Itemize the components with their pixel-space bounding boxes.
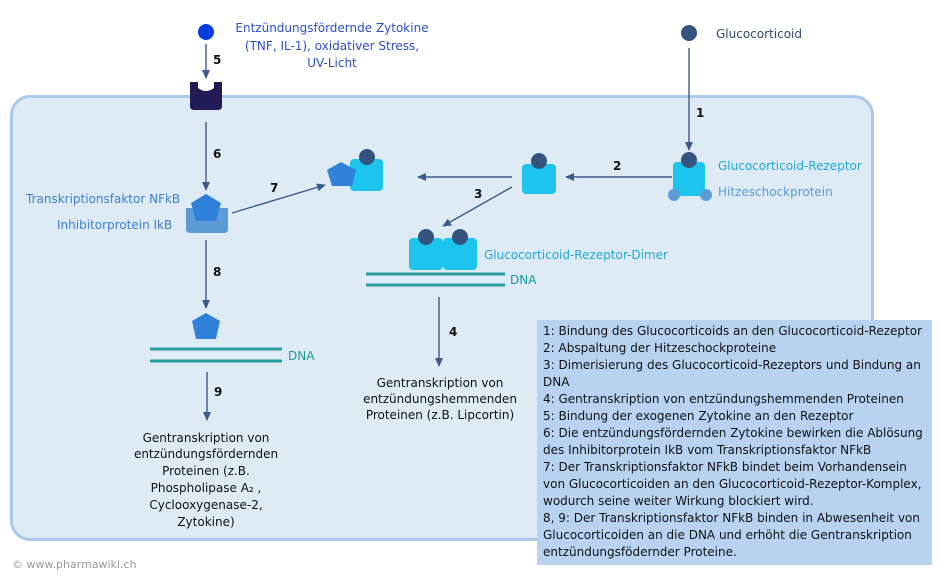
- hemmend-text-3: Proteinen (z.B. Lipcortin): [365, 408, 515, 422]
- foerdernd-text-3: Proteinen (z.B.: [162, 464, 250, 478]
- dna-right: [366, 272, 505, 287]
- glucocorticoid-molecule: [681, 25, 697, 41]
- legend-item-2: 2: Abspaltung der Hitzeschockproteine: [543, 341, 777, 355]
- legend-item-7: 7: Der Transkriptionsfaktor NFkB bindet …: [543, 460, 922, 508]
- gc-rezeptor-label: Glucocorticoid-Rezeptor: [718, 159, 862, 173]
- copyright: © www.pharmawiki.ch: [12, 558, 137, 571]
- foerdernd-text-6: Zytokine): [177, 515, 235, 529]
- membrane-receptor: [190, 82, 222, 110]
- gc-receptor-complex: [668, 152, 712, 201]
- dimer-label: Glucocorticoid-Rezeptor-Dimer: [484, 248, 668, 262]
- gc-receptor-free: [522, 153, 556, 194]
- nfkb-gc-complex: [327, 149, 383, 191]
- step-5: 5: [213, 53, 222, 67]
- step-8: 8: [213, 265, 222, 279]
- foerdernd-text-2: entzündungsfördernden: [133, 447, 279, 461]
- ikb-label: Inhibitorprotein IkB: [57, 218, 173, 232]
- legend-item-3: 3: Dimerisierung des Glucocorticoid-Reze…: [543, 358, 921, 389]
- dna-left-label: DNA: [288, 349, 315, 363]
- step-9: 9: [214, 385, 223, 399]
- step-3: 3: [474, 187, 483, 201]
- legend-item-8: 8, 9: Der Transkriptionsfaktor NFkB bind…: [543, 511, 920, 559]
- step-1: 1: [696, 106, 705, 120]
- step-2: 2: [613, 159, 622, 173]
- foerdernd-text-1: Gentranskription von: [142, 431, 270, 445]
- zytokine-molecule: [198, 24, 214, 40]
- nfkb-ikb-complex: [186, 194, 228, 233]
- hitzeschock-label: Hitzeschockprotein: [718, 185, 833, 199]
- arrow-7: [231, 183, 326, 214]
- legend-item-6: 6: Die entzündungsfördernden Zytokine be…: [543, 426, 923, 457]
- dna-left: [150, 347, 282, 363]
- zytokine-label-1: Entzündungsfördernde Zytokine: [235, 21, 429, 35]
- glucocorticoid-label: Glucocorticoid: [716, 27, 802, 41]
- hemmend-text-2: entzündungshemmenden: [363, 392, 517, 406]
- nfkb-label: Transkriptionsfaktor NFkB: [26, 192, 181, 206]
- step-6: 6: [213, 147, 222, 161]
- foerdernd-text-5: Cyclooxygenase-2,: [149, 498, 263, 512]
- legend-box: 1: Bindung des Glucocorticoids an den Gl…: [537, 320, 932, 565]
- legend-item-5: 5: Bindung der exogenen Zytokine an den …: [543, 409, 854, 423]
- dna-right-label: DNA: [510, 273, 537, 287]
- arrow-3: [442, 186, 513, 227]
- zytokine-label-3: UV-Licht: [307, 56, 357, 70]
- legend-item-1: 1: Bindung des Glucocorticoids an den Gl…: [543, 324, 923, 338]
- step-4: 4: [449, 325, 458, 339]
- foerdernd-text-4: Phospholipase A₂ ,: [150, 481, 262, 495]
- gc-receptor-dimer: [409, 229, 477, 270]
- nfkb-free: [192, 313, 220, 339]
- legend-item-4: 4: Gentranskription von entzündungshemme…: [543, 392, 904, 406]
- zytokine-label-2: (TNF, IL-1), oxidativer Stress,: [244, 39, 420, 53]
- step-7: 7: [270, 181, 279, 195]
- hemmend-text-1: Gentranskription von: [376, 376, 504, 390]
